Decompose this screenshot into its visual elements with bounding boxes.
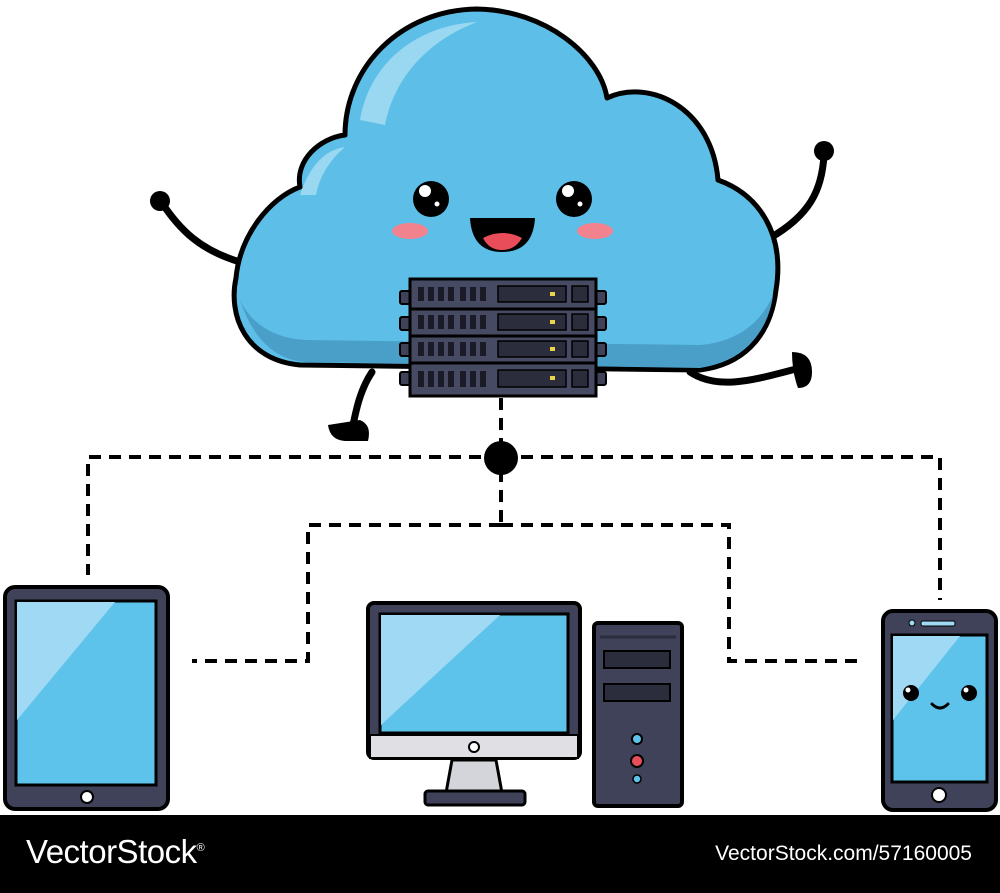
left-cheek <box>392 223 428 239</box>
cloud-shade <box>240 295 773 368</box>
server-rack <box>399 277 607 398</box>
left-eye <box>413 181 449 217</box>
smartphone-device <box>881 609 998 812</box>
phone-home-button <box>931 787 947 803</box>
cloud-highlight-left <box>300 147 345 195</box>
right-foot <box>792 352 812 388</box>
server-unit-1 <box>408 277 598 311</box>
connection-desktop-left <box>192 523 501 663</box>
left-arm <box>158 199 244 266</box>
connection-tablet <box>86 455 501 575</box>
cloud-highlight <box>360 22 477 125</box>
network-connections <box>86 398 942 663</box>
image-url: VectorStock.com/57160005 <box>715 842 972 865</box>
left-hand <box>150 191 170 211</box>
connection-phone <box>501 455 942 600</box>
tablet-device <box>3 585 170 811</box>
right-eye <box>556 181 592 217</box>
right-cheek <box>577 223 613 239</box>
brand-name: VectorStock <box>26 833 197 870</box>
tablet-home-button <box>80 790 94 804</box>
registered-mark: ® <box>196 842 205 854</box>
right-hand <box>814 141 834 161</box>
left-foot <box>328 420 369 441</box>
cloud-computing-illustration <box>3 6 998 812</box>
cloud-character <box>231 6 781 398</box>
cloud-face <box>392 181 613 252</box>
connection-desktop-right <box>501 523 858 663</box>
right-arm <box>766 151 828 242</box>
brand-logo: VectorStock® <box>26 833 205 871</box>
phone-face <box>903 685 977 710</box>
server-unit-3 <box>408 334 598 365</box>
watermark-footer: VectorStock® VectorStock.com/57160005 <box>0 815 1000 893</box>
network-hub-node <box>484 441 518 475</box>
right-leg <box>686 364 804 386</box>
desktop-tower <box>592 621 684 808</box>
desktop-monitor <box>366 601 582 807</box>
server-unit-2 <box>408 307 598 338</box>
server-unit-4 <box>408 361 598 398</box>
